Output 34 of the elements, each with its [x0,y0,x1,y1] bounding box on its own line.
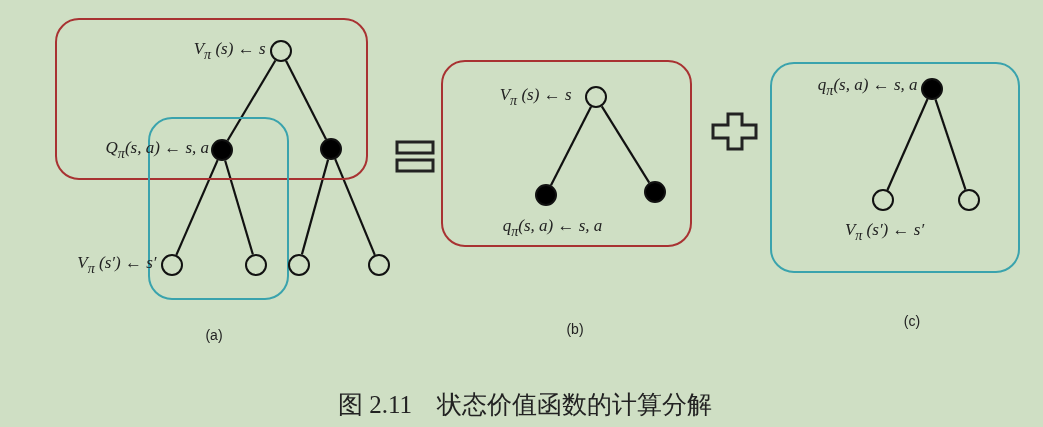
panel-label: (c) [903,313,921,329]
action-node [643,180,666,203]
state-node [288,254,310,276]
node-annotation: V$_{π}$ (s) ← s [193,38,266,63]
node-annotation: V$_{π}$ (s) ← s [499,84,572,109]
tree-branch [550,106,592,186]
state-node [244,253,267,276]
tree-branch [226,59,277,142]
action-node [319,137,342,160]
state-node [160,253,183,276]
action-node [920,77,943,100]
tree-branch [934,99,967,190]
state-node [871,188,894,211]
tree-branch [224,160,254,255]
figure-caption: 图 2.11 状态价值函数的计算分解 [337,390,713,420]
state-node [957,188,980,211]
group-frame [770,62,1020,273]
tree-branch [600,105,651,184]
group-frame [441,60,692,247]
node-annotation: q$_{π}$(s, a) ← s, a [817,74,918,99]
state-node [368,254,390,276]
tree-branch [334,158,376,256]
tree-branch [285,60,327,140]
action-node [211,139,233,161]
action-node [534,183,557,206]
node-annotation: V$_{π}$ (s′) ← s′ [844,219,925,244]
panel-label: (b) [566,321,584,337]
panel-label: (a) [205,327,223,343]
tree-branch [886,98,929,191]
tree-branch [300,159,330,255]
tree-branch [175,159,219,256]
state-node [584,85,607,108]
node-annotation: q$_{π}$(s, a) ← s, a [502,215,603,240]
state-node [269,39,292,62]
